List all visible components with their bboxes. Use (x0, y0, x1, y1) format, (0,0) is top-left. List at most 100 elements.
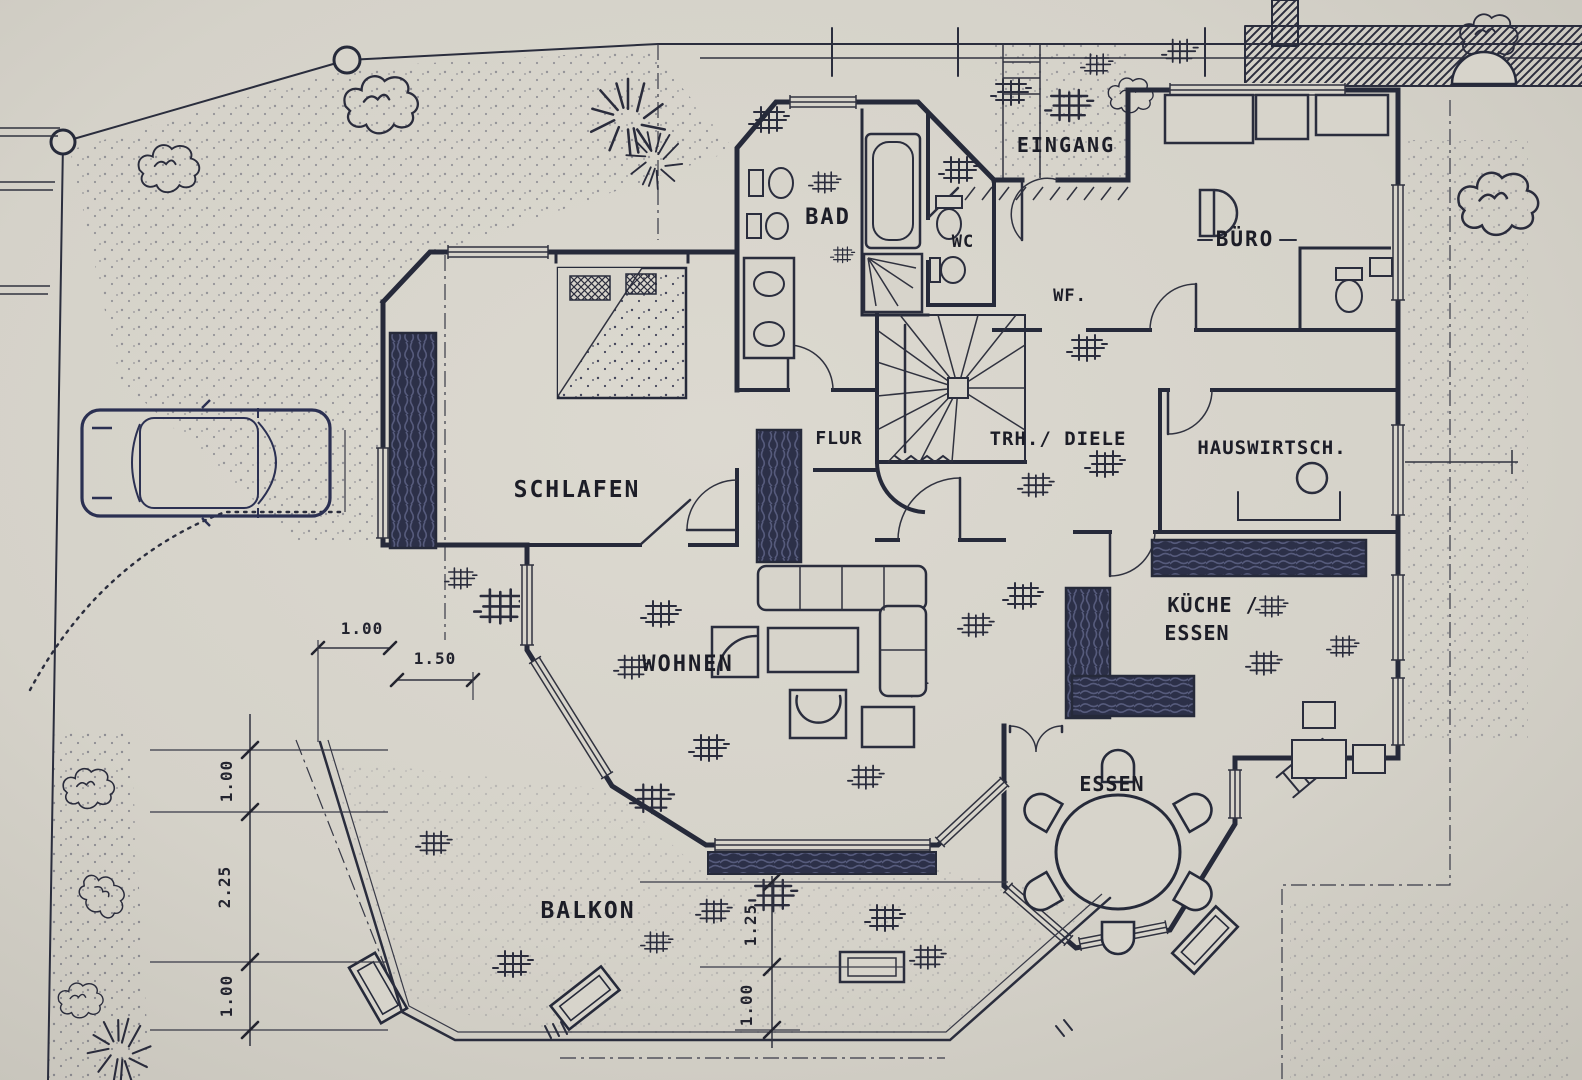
window (1391, 574, 1405, 661)
room-label-buero: BÜRO (1216, 226, 1275, 251)
door (1010, 177, 1059, 242)
bed-icon (556, 266, 688, 400)
planting-area (48, 730, 150, 1080)
dim-label: 1.00 (341, 619, 384, 638)
room-label-kueche-line2: ESSEN (1164, 621, 1229, 645)
toilet-icon (929, 256, 966, 284)
dimension-chain-bottom (640, 872, 1008, 1048)
armchair-icon (788, 688, 848, 740)
room-label-bad: BAD (805, 205, 851, 230)
kitchen-counter-icon (1070, 674, 1196, 718)
door (638, 498, 692, 547)
door (1149, 282, 1198, 332)
gate-arch-icon (1450, 50, 1518, 86)
room-label-wohnen: WOHNEN (642, 652, 733, 677)
dim-label: 1.50 (414, 649, 457, 668)
terrace-furniture (1291, 701, 1386, 779)
dining-chair-icon (1100, 920, 1136, 956)
window (1169, 83, 1346, 97)
spiral-staircase-icon (876, 314, 1026, 464)
curved-wall (874, 459, 926, 515)
window (376, 447, 390, 539)
room-label-wc: WC (952, 232, 974, 252)
window (1391, 184, 1405, 301)
kitchen-counter-icon (1150, 538, 1368, 578)
interior-wall (1298, 246, 1400, 332)
planting-area (1290, 900, 1570, 1080)
room-label-schlafen: SCHLAFEN (514, 477, 641, 503)
dimension-chain-bed (310, 640, 481, 742)
sofa-icon (756, 564, 928, 698)
door (685, 479, 739, 532)
wardrobe-icon (755, 428, 803, 564)
dining-table-icon (1017, 748, 1219, 956)
bidet-icon (746, 212, 789, 240)
window (714, 838, 931, 852)
window (528, 655, 614, 780)
dim-label: 1.00 (217, 760, 236, 803)
shower-icon (862, 252, 924, 314)
window (934, 776, 1010, 848)
sideboard-icon (860, 705, 916, 749)
dim-label: 1.25 (741, 904, 760, 947)
wall (380, 299, 530, 548)
doors (638, 177, 1213, 753)
dim-label: 2.25 (215, 866, 234, 909)
car-top-view-icon (80, 399, 332, 527)
property-boundary (47, 27, 1582, 1080)
extension-line (1405, 450, 1518, 474)
toilet-icon (935, 195, 963, 240)
balcony-floor (330, 760, 1100, 1035)
room-label-essen: ESSEN (1079, 772, 1144, 796)
coffee-table-icon (766, 626, 860, 674)
room-label-kueche-line1: KÜCHE / (1167, 593, 1258, 617)
door (897, 476, 962, 542)
interior-wall (926, 113, 996, 307)
wall-pier (1271, 0, 1299, 47)
window (1391, 677, 1405, 746)
furniture (318, 93, 1393, 1042)
interior-wall (860, 108, 930, 317)
window (789, 95, 857, 109)
boundary-marker-icon (49, 128, 77, 156)
dimension-chain-left (150, 714, 388, 1046)
bathtub-icon (864, 132, 922, 250)
desk-icon (1163, 93, 1390, 145)
room-label-eingang: EINGANG (1017, 133, 1115, 157)
balcony-railing (318, 739, 1112, 1042)
armchair-icon (710, 625, 760, 679)
window (1391, 424, 1405, 516)
window-box-icon (707, 851, 937, 875)
room-labels: EINGANG BAD WC WF. BÜRO FLUR TRH./ DIELE… (514, 133, 1346, 924)
room-label-trh-diele: TRH./ DIELE (990, 428, 1127, 450)
sink-vanity-icon (742, 256, 796, 360)
wall (1232, 87, 1401, 761)
window (520, 564, 534, 646)
room-label-hauswirtsch: HAUSWIRTSCH. (1197, 437, 1346, 459)
windows (376, 83, 1405, 952)
window (1228, 769, 1242, 819)
double-door (1008, 724, 1064, 753)
room-label-flur: FLUR (815, 428, 862, 449)
street-edge (0, 127, 60, 295)
office-chair-icon (1198, 188, 1239, 238)
dimension-chains (150, 450, 1518, 1048)
room-label-wf: WF. (1053, 286, 1087, 306)
pillow-icon (569, 275, 611, 301)
planting-area (1408, 140, 1528, 740)
toilet-icon (748, 167, 794, 199)
boundary-marker-icon (332, 45, 362, 75)
sink-icon (1369, 257, 1393, 277)
pillow-icon (625, 273, 657, 295)
toilet-icon (1335, 267, 1363, 313)
counter-icon (1237, 491, 1341, 521)
wall (734, 99, 998, 393)
wall (379, 249, 740, 306)
door (1166, 388, 1213, 436)
room-label-balkon: BALKON (540, 898, 635, 924)
dim-label: 1.00 (217, 975, 236, 1018)
dim-label: 1.00 (737, 984, 756, 1027)
